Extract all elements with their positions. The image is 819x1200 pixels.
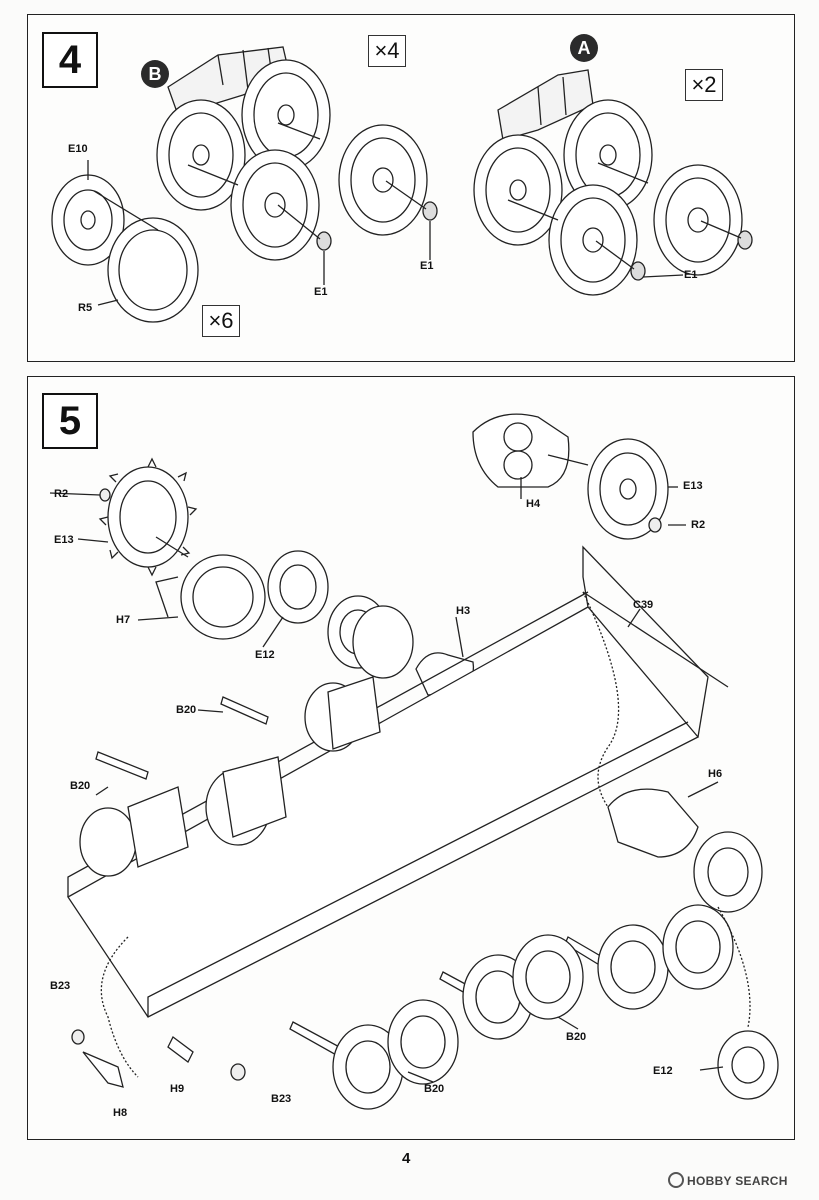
part-label-h7: H7 xyxy=(116,614,131,626)
part-label-e10: E10 xyxy=(68,143,88,155)
part-label-h9: H9 xyxy=(170,1083,185,1095)
part-label-b23: B23 xyxy=(50,980,71,992)
quantity-badge-x6: ×6 xyxy=(202,305,240,337)
watermark-text: HOBBY SEARCH xyxy=(687,1174,788,1188)
part-label-h8: H8 xyxy=(113,1107,128,1119)
part-label-e1: E1 xyxy=(684,269,698,281)
callout-b: B xyxy=(141,60,169,88)
callout-a: A xyxy=(570,34,598,62)
step-number: 4 xyxy=(42,32,98,88)
part-label-r5: R5 xyxy=(78,302,93,314)
part-label-h4: H4 xyxy=(526,498,541,510)
page-number: 4 xyxy=(402,1150,411,1167)
part-label-b20: B20 xyxy=(176,704,197,716)
quantity-badge-x4: ×4 xyxy=(368,35,406,67)
part-label-e13: E13 xyxy=(683,480,703,492)
part-label-e13: E13 xyxy=(54,534,74,546)
part-label-h6: H6 xyxy=(708,768,723,780)
part-label-b20: B20 xyxy=(70,780,91,792)
hobby-search-logo-icon xyxy=(668,1172,684,1188)
part-label-e12: E12 xyxy=(653,1065,673,1077)
part-label-c39: C39 xyxy=(633,599,654,611)
watermark: HOBBY SEARCH xyxy=(668,1172,788,1188)
part-label-b23: B23 xyxy=(271,1093,292,1105)
step-5-panel: 5 xyxy=(27,376,795,1140)
step-number: 5 xyxy=(42,393,98,449)
step-4-illustration xyxy=(51,46,753,323)
quantity-badge-x2: ×2 xyxy=(685,69,723,101)
part-label-r2: R2 xyxy=(54,488,69,500)
step-4-panel: 4 ×4 ×6 ×2 B A xyxy=(27,14,795,362)
part-label-h3: H3 xyxy=(456,605,471,617)
part-label-b20: B20 xyxy=(566,1031,587,1043)
step-5-illustration xyxy=(49,413,779,1110)
part-label-r2: R2 xyxy=(691,519,706,531)
part-label-e1: E1 xyxy=(420,260,434,272)
part-label-b20: B20 xyxy=(424,1083,445,1095)
part-label-e12: E12 xyxy=(255,649,275,661)
part-label-e1: E1 xyxy=(314,286,328,298)
